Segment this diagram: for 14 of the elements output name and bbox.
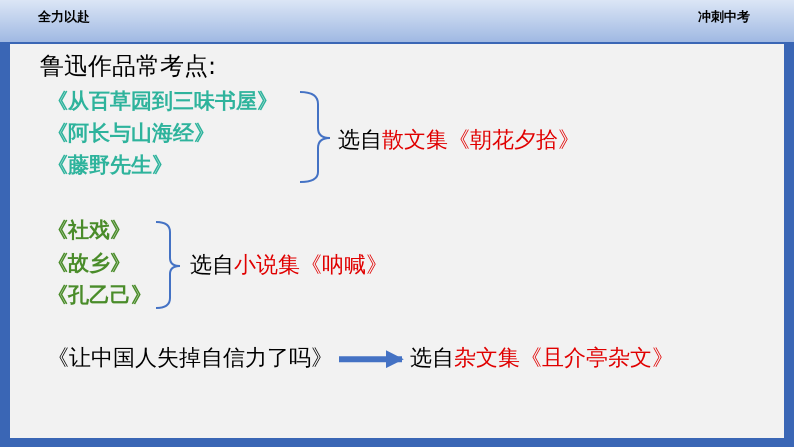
title-text: 《从百草园到三味书屋》 [47, 89, 278, 114]
title-text: 《藤野先生》 [47, 153, 173, 178]
header-text: 全力以赴 [38, 10, 90, 26]
source-text: 选自杂文集《且介亭杂文》 [410, 346, 674, 372]
title-text: 《故乡》 [47, 251, 131, 276]
title-text: 《孔乙己》 [47, 283, 152, 308]
header-text: 冲刺中考 [698, 10, 750, 26]
arrow [339, 350, 404, 368]
source-text: 选自小说集《呐喊》 [190, 253, 388, 280]
title-text: 《阿长与山海经》 [47, 121, 215, 146]
source-text: 选自散文集《朝花夕拾》 [338, 128, 580, 154]
title-text: 《让中国人失掉自信力了吗》 [47, 346, 333, 372]
heading: 鲁迅作品常考点: [40, 52, 216, 81]
title-text: 《社戏》 [47, 218, 131, 244]
